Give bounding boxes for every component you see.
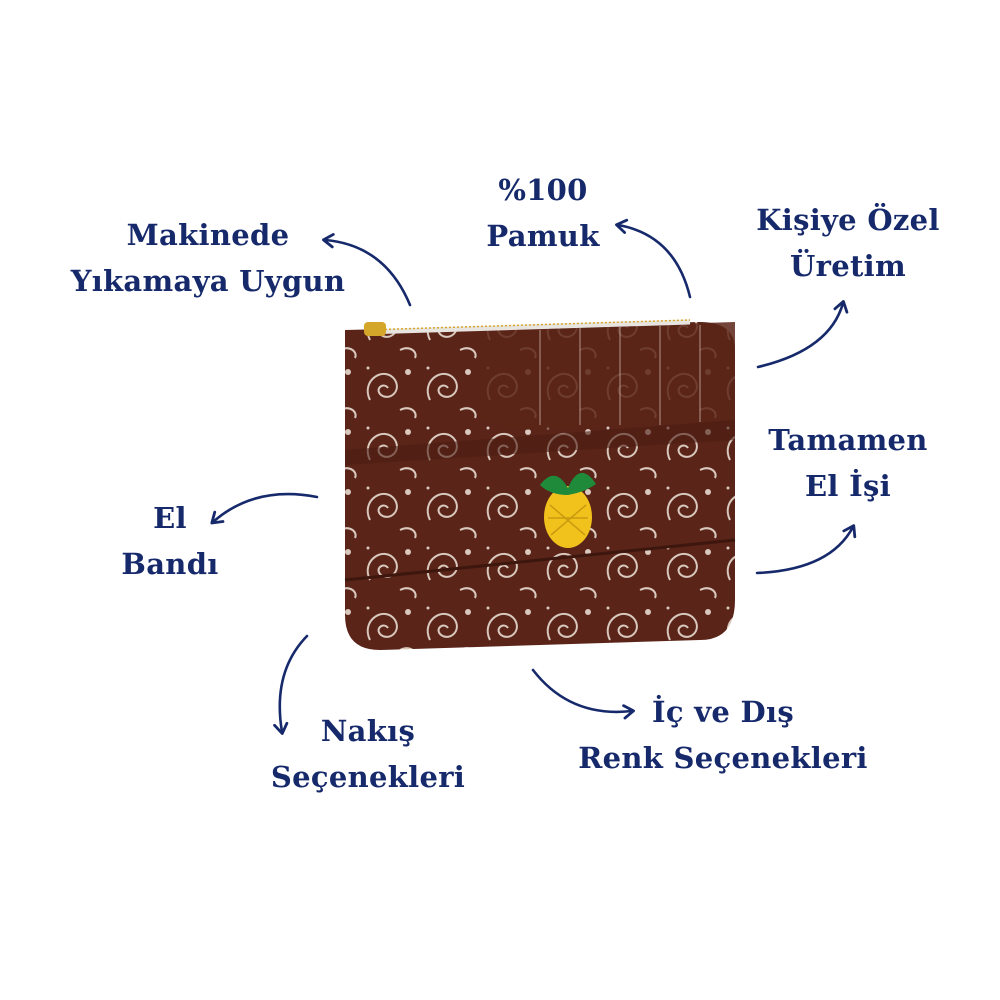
feature-line: Yıkamaya Uygun (70, 264, 346, 298)
feature-line: Tamamen (768, 423, 928, 457)
pineapple-embroidery-icon (540, 472, 596, 548)
coin-pouch (344, 319, 736, 650)
feature-cotton: %100 Pamuk (383, 167, 703, 259)
feature-hand-strap: El Bandı (10, 495, 330, 587)
feature-line: Nakış (320, 714, 416, 748)
feature-personalized: Kişiye Özel Üretim (688, 197, 1000, 289)
feature-line: El (153, 501, 187, 535)
arrow-washable (322, 233, 412, 307)
feature-washable: Makinede Yıkamaya Uygun (48, 212, 368, 304)
arrow-colors (531, 668, 635, 720)
zipper (364, 319, 691, 335)
feature-line: Makinede (126, 218, 290, 252)
arrow-hand-strap (210, 492, 319, 525)
feature-handmade: Tamamen El İşi (688, 417, 1000, 509)
feature-line: Pamuk (486, 219, 600, 253)
arrow-cotton (615, 218, 692, 299)
feature-line: %100 (498, 173, 588, 207)
feature-line: Bandı (121, 547, 219, 581)
feature-line: Seçenekleri (270, 760, 466, 794)
feature-line: İç ve Dış (652, 695, 794, 729)
feature-embroidery: Nakış Seçenekleri (208, 708, 528, 800)
arrow-embroidery (273, 634, 309, 735)
feature-line: Kişiye Özel (756, 203, 940, 237)
feature-line: Üretim (790, 249, 906, 283)
zipper-pull (364, 322, 386, 336)
feature-line: El İşi (805, 469, 891, 503)
arrow-handmade (755, 524, 857, 575)
arrow-personalized (756, 300, 849, 369)
annotation-arrows (210, 218, 857, 735)
feature-colors: İç ve Dış Renk Seçenekleri (543, 689, 903, 781)
feature-line: Renk Seçenekleri (578, 741, 868, 775)
